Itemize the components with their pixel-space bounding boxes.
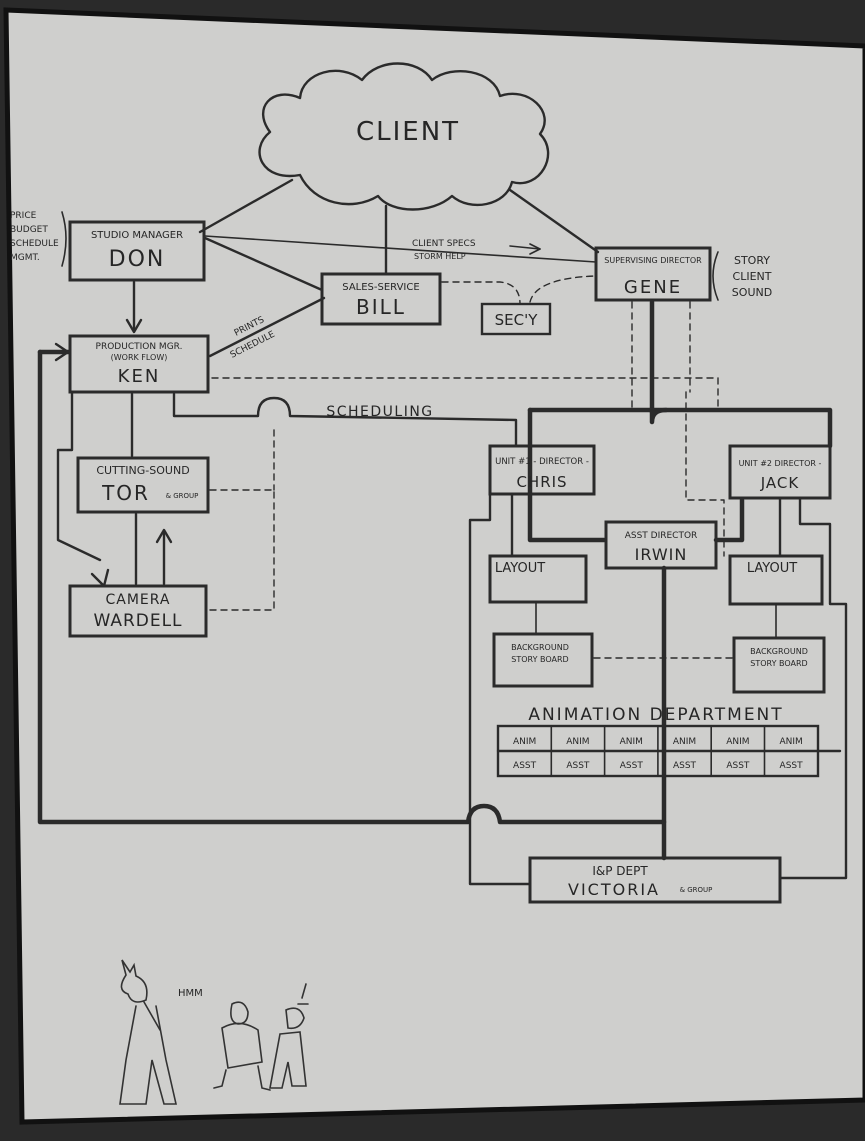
background-left-line1: BACKGROUND: [511, 643, 569, 652]
studio-manager-title: STUDIO MANAGER: [91, 230, 183, 241]
camera-title: CAMERA: [105, 592, 170, 608]
gene-note-sound: SOUND: [732, 286, 772, 299]
anim-cell: ANIM: [566, 737, 589, 747]
supervising-director-name: GENE: [624, 277, 682, 298]
background-left-line2: STORY BOARD: [511, 655, 568, 664]
anim-cell: ANIM: [673, 737, 696, 747]
production-manager-name: KEN: [118, 366, 161, 387]
sales-service-name: BILL: [356, 295, 406, 319]
ip-dept-name: VICTORIA: [568, 880, 660, 899]
production-manager-subtitle: (WORK FLOW): [111, 353, 168, 362]
asst-director-name: IRWIN: [635, 545, 688, 564]
ip-dept-title: I&P DEPT: [592, 864, 648, 878]
client-specs-label: CLIENT SPECS: [412, 239, 476, 249]
unit1-title: UNIT #1 - DIRECTOR -: [495, 457, 589, 467]
hmm-label: HMM: [178, 988, 203, 999]
layout-right-label: LAYOUT: [747, 561, 797, 576]
cutting-sound-title: CUTTING-SOUND: [96, 464, 189, 477]
animation-department-label: ANIMATION DEPARTMENT: [528, 705, 783, 725]
layout-left-label: LAYOUT: [495, 561, 545, 576]
scheduling-label: SCHEDULING: [326, 404, 433, 420]
don-note-budget: BUDGET: [10, 225, 48, 235]
don-note-price: PRICE: [10, 211, 37, 221]
anim-cell: ANIM: [779, 737, 802, 747]
unit2-name: JACK: [760, 474, 800, 492]
gene-note-story: STORY: [734, 254, 770, 267]
asst-cell: ASST: [726, 761, 750, 771]
sales-service-title: SALES-SERVICE: [342, 282, 419, 293]
storm-help-label: STORM HELP: [414, 252, 466, 261]
asst-cell: ASST: [620, 761, 644, 771]
asst-cell: ASST: [513, 761, 537, 771]
production-manager-title: PRODUCTION MGR.: [96, 342, 183, 352]
cutting-sound-name: TOR: [101, 481, 150, 505]
studio-manager-name: DON: [109, 247, 166, 272]
anim-cell: ANIM: [513, 737, 536, 747]
unit1-name: CHRIS: [516, 473, 567, 491]
background-right-line1: BACKGROUND: [750, 647, 808, 656]
client-label: CLIENT: [356, 117, 460, 147]
don-note-mgmt: MGMT.: [10, 253, 40, 263]
asst-cell: ASST: [673, 761, 697, 771]
gene-note-client: CLIENT: [733, 270, 772, 283]
anim-cell: ANIM: [620, 737, 643, 747]
anim-cell: ANIM: [726, 737, 749, 747]
camera-name: WARDELL: [93, 611, 182, 631]
asst-cell: ASST: [780, 761, 804, 771]
background-right-line2: STORY BOARD: [750, 659, 807, 668]
unit2-title: UNIT #2 DIRECTOR -: [739, 459, 822, 468]
cutting-sound-group: & GROUP: [166, 492, 199, 500]
ip-dept-group: & GROUP: [680, 886, 713, 894]
asst-director-title: ASST DIRECTOR: [625, 531, 698, 541]
supervising-director-title: SUPERVISING DIRECTOR: [604, 256, 702, 265]
don-note-schedule: SCHEDULE: [10, 239, 59, 249]
asst-cell: ASST: [566, 761, 590, 771]
secretary-label: SEC'Y: [495, 311, 539, 329]
